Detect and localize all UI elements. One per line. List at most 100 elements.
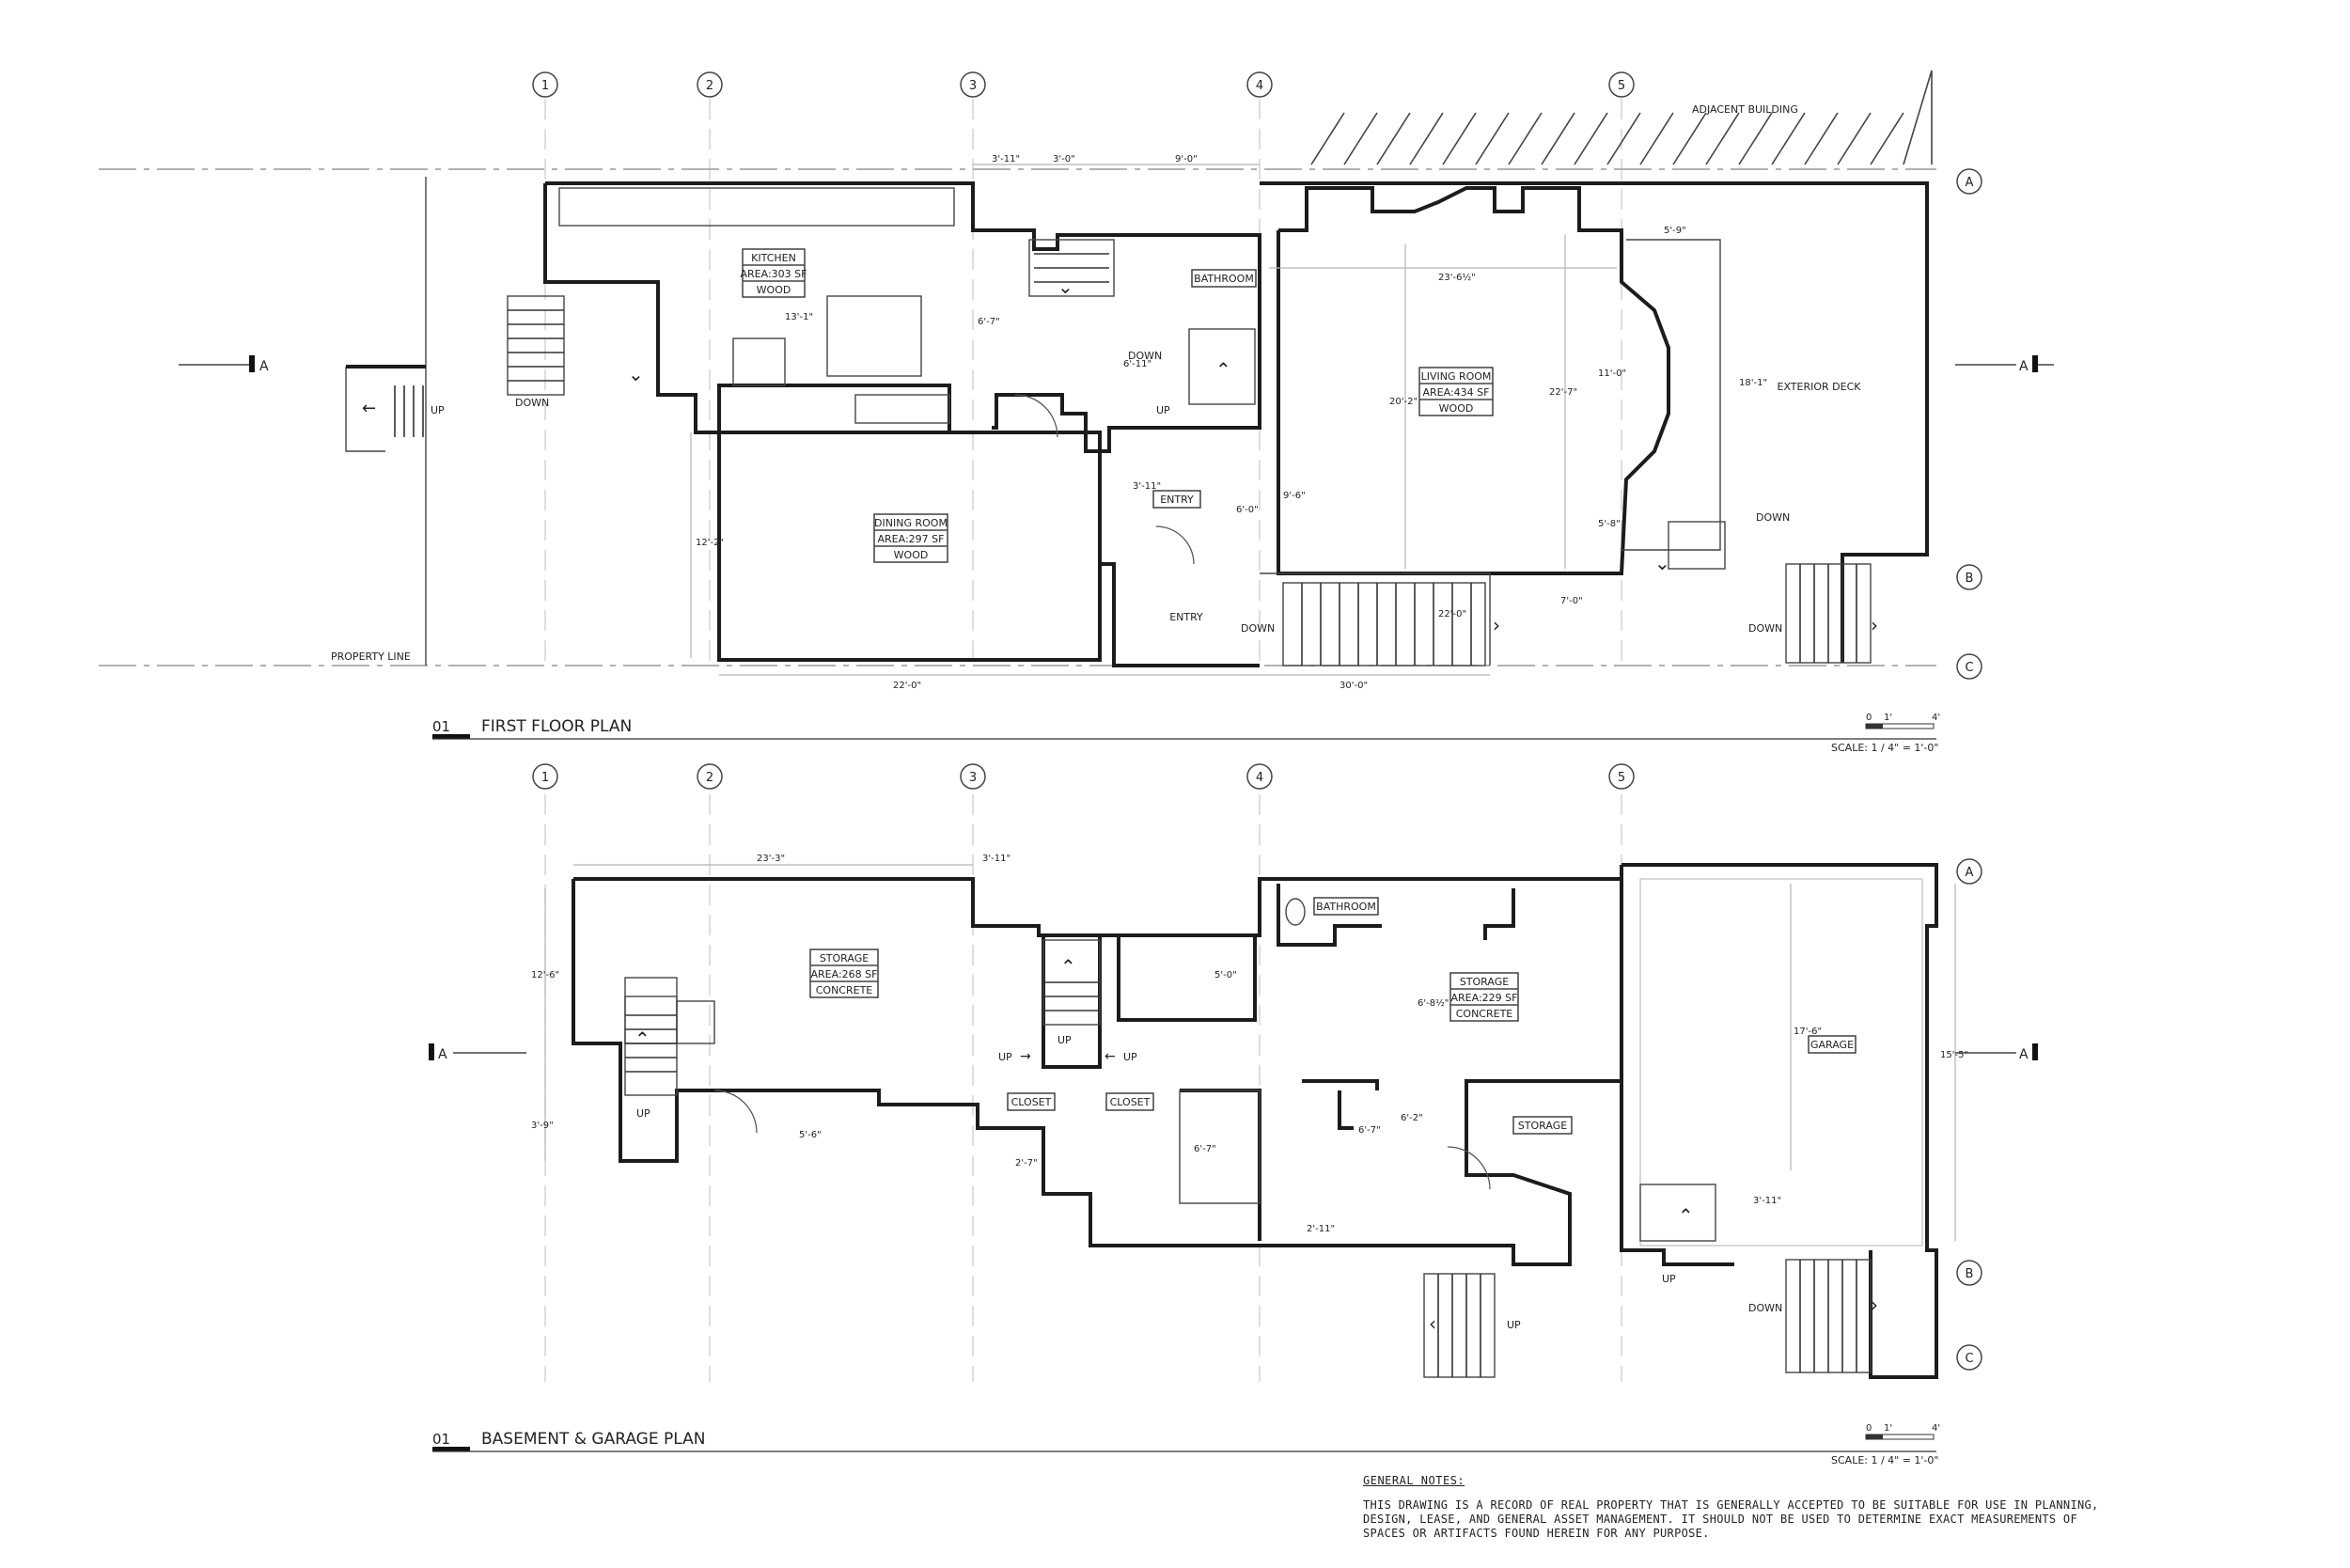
svg-text:CLOSET: CLOSET [1011,1096,1052,1108]
arrow-up-icon: ⌃ [634,1027,650,1050]
svg-text:SCALE: 1 / 4" = 1'-0": SCALE: 1 / 4" = 1'-0" [1831,1454,1939,1466]
general-notes-heading: GENERAL NOTES: [1363,1474,1465,1487]
exterior-deck-outline [1260,181,1929,663]
first-floor-scale-bar: 0 1' 4' SCALE: 1 / 4" = 1'-0" [1831,713,1940,754]
dim-label: 5'-9" [1664,226,1686,236]
svg-text:DINING ROOM: DINING ROOM [874,517,948,529]
dim-label: 23'-6½" [1438,272,1476,283]
arrow-up-icon: ⌃ [1215,358,1231,381]
grid-bubble-B-top: B [1956,564,1982,590]
svg-text:SCALE: 1 / 4" = 1'-0": SCALE: 1 / 4" = 1'-0" [1831,742,1939,754]
arrow-left-icon: ‹ [1429,1312,1436,1335]
dim-label: 6'-2" [1401,1113,1423,1123]
basement-stairs-mid [1042,939,1101,1026]
grid-bubble-5-top: 5 [1608,71,1635,98]
grid-bubble-1-bottom: 1 [532,763,558,790]
stoop-stairs [394,385,424,437]
dim-label: 6'-7" [1358,1125,1381,1136]
stair-label-up: UP [998,1051,1012,1063]
property-line-label: PROPERTY LINE [331,651,411,663]
dim-label: 3'-11" [982,854,1010,864]
general-notes: GENERAL NOTES: THIS DRAWING IS A RECORD … [1363,1474,2115,1541]
stair-label-down-right: DOWN [1748,622,1782,635]
svg-text:WOOD: WOOD [894,549,929,561]
svg-text:BASEMENT & GARAGE PLAN: BASEMENT & GARAGE PLAN [481,1430,705,1449]
storage-left-label: STORAGE AREA:268 SF CONCRETE [809,949,879,998]
stair-label-up: UP [1058,1034,1072,1046]
basement-title: 01 BASEMENT & GARAGE PLAN [432,1430,1936,1452]
dim-label: 3'-0" [1053,154,1075,165]
arrow-down-icon: ⌄ [628,363,644,385]
stair-label-up: UP [1662,1273,1676,1285]
dim-label: 18'-1" [1739,378,1767,388]
arrow-right-icon: › [1871,614,1878,636]
grid-bubble-C-top: C [1956,653,1982,680]
kitchen-stairs [507,295,565,396]
dim-label: 5'-6" [799,1130,822,1140]
dim-label: 12'-6" [531,970,559,980]
svg-text:2: 2 [706,79,713,93]
hall-stairs [1034,253,1109,283]
svg-text:B: B [1966,572,1974,586]
svg-text:GARAGE: GARAGE [1810,1039,1854,1051]
svg-text:01: 01 [432,1431,450,1448]
grid-bubble-B-bottom: B [1956,1260,1982,1286]
dim-label: 3'-9" [531,1121,554,1131]
svg-text:AREA:297 SF: AREA:297 SF [878,533,945,545]
svg-text:4': 4' [1932,1423,1940,1434]
dim-label: 5'-0" [1214,970,1237,980]
arrow-left-icon: ← [1104,1049,1116,1064]
dim-label: 9'-6" [1283,491,1306,501]
dim-label: 6'-8½" [1418,997,1449,1009]
dim-label: 3'-11" [1753,1196,1781,1206]
dim-label: 2'-11" [1307,1224,1335,1234]
svg-text:BATHROOM: BATHROOM [1316,901,1376,913]
dim-label: 6'-11" [1123,359,1152,369]
stair-label-up: UP [431,404,445,416]
grid-bubble-1-top: 1 [532,71,558,98]
dim-label: 22'-0" [893,681,921,691]
svg-text:BATHROOM: BATHROOM [1194,273,1254,285]
dim-label: 17'-6" [1794,1027,1822,1037]
arrow-right-icon: → [1020,1049,1031,1064]
grid-bubble-A-top: A [1956,168,1982,195]
exterior-deck-label: EXTERIOR DECK [1778,381,1862,393]
svg-text:B: B [1966,1267,1974,1281]
basement-stairs-left [624,996,678,1096]
dim-label: 22'-0" [1438,609,1466,619]
svg-text:01: 01 [432,718,450,735]
svg-text:1: 1 [541,79,549,93]
stair-label-down: DOWN [515,397,549,409]
kitchen-label: KITCHEN AREA:303 SF WOOD [741,248,807,298]
basement-dimension-lines [544,864,1956,1241]
dim-label: 22'-7" [1549,387,1577,398]
arrow-down-icon: ⌄ [1654,552,1670,574]
kitchen-counter [558,187,955,227]
grid-bubble-3-top: 3 [960,71,986,98]
svg-text:0: 0 [1866,713,1872,723]
first-floor-title: 01 FIRST FLOOR PLAN [432,717,1936,740]
entry-walls [1098,432,1260,667]
entry-label: ENTRY [1169,611,1203,623]
stair-label-up-hall: UP [1156,404,1170,416]
grid-bubble-2-top: 2 [697,71,723,98]
arrow-up-icon: ⌃ [1678,1204,1694,1227]
svg-text:CONCRETE: CONCRETE [1456,1008,1513,1020]
entry-stoop [345,367,385,452]
basement-scale-bar: 0 1' 4' SCALE: 1 / 4" = 1'-0" [1831,1423,1940,1466]
kitchen-island [826,295,922,377]
dim-label: 6'-7" [1194,1144,1216,1154]
svg-text:AREA:268 SF: AREA:268 SF [811,968,878,980]
arrow-left-icon: ← [362,399,376,418]
dim-label: 11'-0" [1598,368,1626,379]
grid-bubble-5-bottom: 5 [1608,763,1635,790]
svg-text:3: 3 [969,771,977,785]
living-room-walls [1277,186,1670,575]
dim-label: 12'-2" [696,538,724,548]
svg-text:1: 1 [541,771,549,785]
stair-label-down-front: DOWN [1241,622,1275,635]
svg-text:5: 5 [1618,771,1625,785]
svg-text:WOOD: WOOD [757,284,791,296]
svg-text:ENTRY: ENTRY [1160,494,1194,506]
garage-label: GARAGE [1808,1035,1856,1054]
